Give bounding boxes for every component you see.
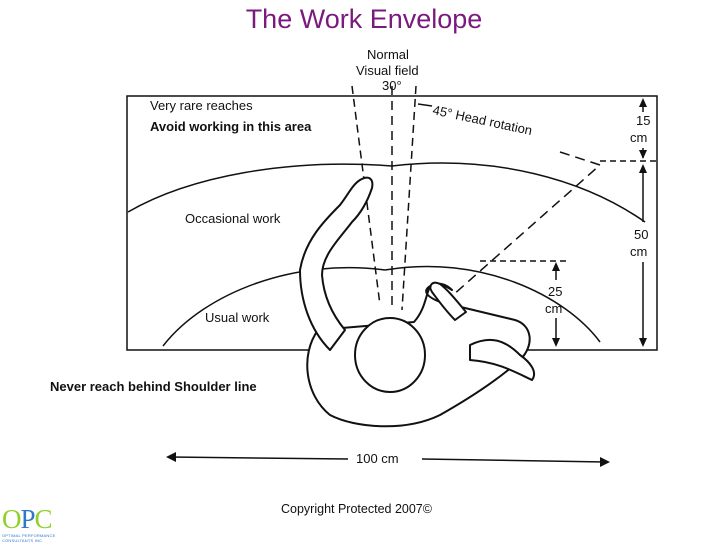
- worker-left-arm: [469, 338, 536, 381]
- usual-zone-right-arc: [384, 265, 601, 343]
- dim-25-arrowhead-top: [552, 262, 560, 271]
- shoulder-line-note: Never reach behind Shoulder line: [50, 379, 257, 394]
- dim-100-arrowhead-right: [600, 457, 610, 467]
- visual-field-label-normal: Normal: [367, 47, 409, 62]
- copyright-notice: Copyright Protected 2007©: [281, 502, 432, 516]
- logo-letter-c: C: [34, 504, 53, 534]
- dim-50-value: 50: [634, 227, 648, 242]
- dim-25-arrowhead-bottom: [552, 338, 560, 347]
- dim-15-value: 15: [636, 113, 650, 128]
- dim-15-unit: cm: [630, 130, 647, 145]
- dim-50-arrowhead-bottom: [639, 338, 647, 347]
- logo-subtitle-line2: CONSULTANTS INC: [2, 538, 43, 543]
- zone-usual-label: Usual work: [205, 310, 270, 325]
- logo-subtitle-line1: OPTIMAL PERFORMANCE: [2, 533, 56, 538]
- dim-25-unit: cm: [545, 301, 562, 316]
- opc-logo: OPC OPTIMAL PERFORMANCE CONSULTANTS INC: [2, 506, 66, 546]
- zone-occasional-label: Occasional work: [185, 211, 281, 226]
- logo-letters: OPC: [2, 506, 66, 533]
- visual-field-angle: 30°: [382, 78, 402, 93]
- dim-100-line-left: [169, 456, 349, 460]
- dim-15-arrowhead-top: [639, 98, 647, 107]
- head-rotation-line: [417, 103, 433, 107]
- zone-rare-label-line1: Very rare reaches: [150, 98, 253, 113]
- dim-25-value: 25: [548, 284, 562, 299]
- dim-15-arrowhead-bottom: [639, 150, 647, 159]
- occasional-zone-left-arc: [127, 163, 393, 213]
- head-rotation-label: 45° Head rotation: [431, 102, 533, 138]
- slide-title: The Work Envelope: [245, 4, 483, 34]
- worker-left-hand: [429, 281, 467, 321]
- dim-100-arrowhead-left: [166, 452, 176, 462]
- logo-letter-p: P: [20, 504, 36, 534]
- worker-right-arm: [299, 176, 374, 351]
- zone-rare-label-line2: Avoid working in this area: [150, 119, 312, 134]
- visual-field-label-visual-field: Visual field: [356, 63, 419, 78]
- width-dimension-label: 100 cm: [356, 451, 399, 466]
- usual-zone-left-arc: [162, 266, 386, 347]
- visual-field-right-line: [401, 85, 417, 311]
- dim-50-arrowhead-top: [639, 164, 647, 173]
- occasional-zone-right-arc: [391, 162, 646, 223]
- dim-100-line-right: [421, 458, 606, 463]
- dim-50-unit: cm: [630, 244, 647, 259]
- logo-letter-o: O: [2, 504, 21, 534]
- worker-head: [354, 317, 426, 393]
